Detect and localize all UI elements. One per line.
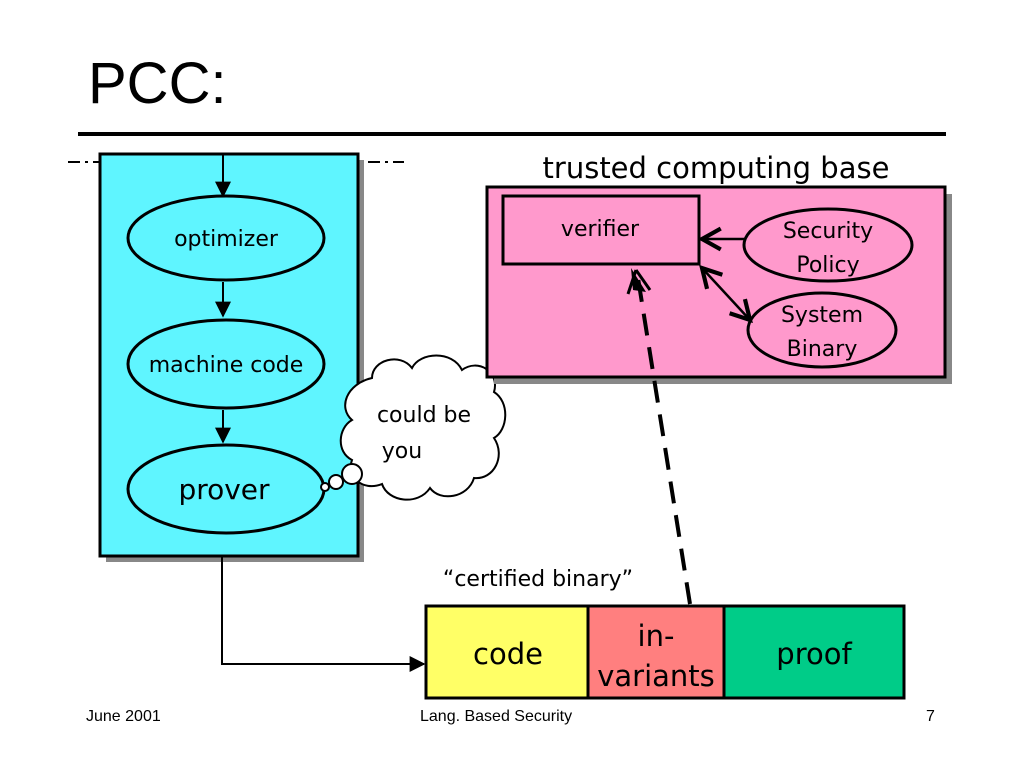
footer-title: Lang. Based Security [420, 708, 573, 725]
system-binary-ellipse [746, 291, 898, 369]
thought-bubble: could be you [320, 354, 507, 501]
invariants-line-2: variants [597, 659, 715, 693]
code-label: code [473, 637, 543, 671]
slide-title: PCC: [88, 51, 227, 116]
footer-date: June 2001 [86, 708, 161, 725]
proof-label: proof [776, 637, 852, 671]
machine-code-label: machine code [149, 353, 304, 378]
verifier-label: verifier [561, 217, 640, 242]
invariants-line-1: in- [638, 619, 675, 653]
security-policy-ellipse [742, 207, 914, 283]
dashed-arrow-to-verifier [636, 277, 692, 605]
machine-code-ellipse [126, 318, 326, 410]
thought-line-2: you [382, 439, 422, 464]
thought-puff-medium [328, 474, 344, 490]
tcb-label: trusted computing base [543, 151, 890, 185]
system-binary-line-2: Binary [787, 337, 858, 362]
arrow-verifier-system-binary [702, 268, 750, 320]
thought-line-1: could be [377, 403, 471, 428]
prover-label: prover [178, 473, 270, 506]
thought-cloud [339, 354, 507, 501]
security-policy-line-1: Security [783, 219, 873, 244]
optimizer-ellipse [126, 194, 326, 282]
code-segment [424, 604, 590, 700]
thought-puff-small [320, 482, 330, 492]
arrow-prover-to-binary [221, 556, 426, 672]
footer-page-number: 7 [926, 708, 935, 725]
invariants-segment [586, 604, 726, 700]
dashed-arrowhead-right [634, 269, 652, 291]
optimizer-label: optimizer [174, 227, 279, 252]
dashed-arrowhead-left [626, 269, 638, 295]
system-binary-line-1: System [781, 303, 863, 328]
proof-segment [722, 604, 906, 700]
certified-binary-label: “certified binary” [443, 567, 633, 592]
thought-puff-large [341, 463, 363, 485]
security-policy-line-2: Policy [796, 253, 859, 278]
title-rule [78, 132, 946, 136]
